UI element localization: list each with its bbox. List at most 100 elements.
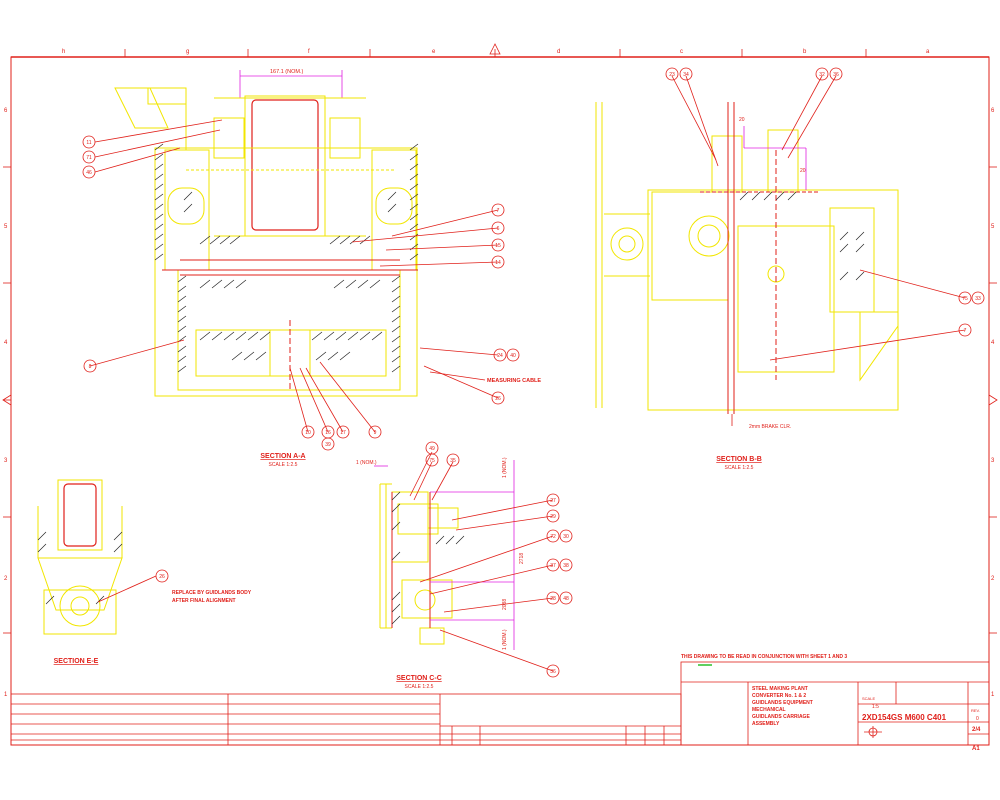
grid-row-label: 4 bbox=[991, 340, 995, 346]
svg-text:SECTION A-A: SECTION A-A bbox=[260, 453, 305, 460]
grid-col-label: e bbox=[432, 49, 436, 55]
svg-text:SECTION E-E: SECTION E-E bbox=[54, 658, 99, 665]
rev-label: REV. bbox=[971, 708, 980, 713]
replace-note: REPLACE BY GUIDLANDS BODY AFTER FINAL AL… bbox=[172, 590, 252, 604]
balloon-cc: 49 bbox=[429, 446, 435, 452]
balloon-cc: 35 bbox=[450, 458, 456, 464]
section-ee-view bbox=[37, 479, 123, 635]
grid-markers bbox=[2, 43, 998, 634]
grid-col-label: h bbox=[62, 49, 65, 55]
balloon-aa: 39 bbox=[325, 442, 331, 448]
dim-cc-bottom: 1 (NOM.) bbox=[502, 629, 508, 650]
section-cc-view: 1 (NOM.) 1 (NOM.) 2718 2088 1 (NOM.) bbox=[356, 457, 525, 650]
grid-col-label: f bbox=[308, 49, 310, 55]
grid-labels: h g f e d c b a 6 5 4 3 2 1 6 5 4 3 2 1 bbox=[4, 49, 995, 698]
svg-text:SCALE 1:2.5: SCALE 1:2.5 bbox=[269, 462, 298, 468]
title-description: STEEL MAKING PLANT CONVERTER No. 1 & 2 G… bbox=[752, 686, 813, 727]
section-aa-view: 167.1 (NOM.) bbox=[114, 69, 419, 397]
grid-row-label: 5 bbox=[991, 224, 995, 230]
grid-row-label: 1 bbox=[4, 692, 8, 698]
grid-row-label: 5 bbox=[4, 224, 8, 230]
grid-col-label: c bbox=[680, 49, 683, 55]
balloon-ee: 26 bbox=[159, 574, 165, 580]
balloon-aa: 16 bbox=[325, 430, 331, 436]
svg-text:MEASURING CABLE: MEASURING CABLE bbox=[487, 378, 541, 384]
balloon-bb: 33 bbox=[975, 296, 981, 302]
title-block: STEEL MAKING PLANT CONVERTER No. 1 & 2 G… bbox=[680, 661, 990, 752]
balloon-aa: 40 bbox=[510, 353, 516, 359]
section-ee-balloon: 26 bbox=[97, 569, 169, 603]
balloon-aa: 8 bbox=[89, 364, 92, 370]
balloon-bb: 36 bbox=[833, 72, 839, 78]
balloon-cc: 27 bbox=[550, 498, 556, 504]
grid-row-label: 1 bbox=[991, 692, 995, 698]
section-bb-title: SECTION B-B SCALE 1:2.5 bbox=[716, 456, 762, 471]
balloon-aa: 11 bbox=[86, 140, 91, 146]
grid-row-label: 3 bbox=[991, 458, 995, 464]
balloon-cc: 29 bbox=[550, 514, 556, 520]
svg-text:REPLACE BY GUIDLANDS BODY: REPLACE BY GUIDLANDS BODY bbox=[172, 590, 252, 596]
balloon-cc: 38 bbox=[563, 563, 569, 569]
balloon-cc: 75 bbox=[429, 458, 435, 464]
balloon-cc: 36 bbox=[550, 669, 556, 675]
grid-row-label: 3 bbox=[4, 458, 8, 464]
svg-text:GUIDLANDS CARRIAGE: GUIDLANDS CARRIAGE bbox=[752, 714, 810, 720]
svg-text:STEEL MAKING PLANT: STEEL MAKING PLANT bbox=[752, 686, 808, 692]
balloon-aa: 10 bbox=[305, 430, 311, 436]
balloon-bb: 34 bbox=[683, 72, 689, 78]
section-aa-balloons: 11 71 46 7 6 15 14 8 24 40 26 10 16 17 9… bbox=[82, 119, 520, 451]
balloon-bb: 23 bbox=[669, 72, 675, 78]
rev-value: 0 bbox=[976, 716, 979, 722]
balloon-cc: 37 bbox=[550, 563, 556, 569]
grid-row-label: 2 bbox=[991, 576, 995, 582]
balloon-bb: 75 bbox=[962, 296, 968, 302]
scale-label: SCALE bbox=[862, 696, 875, 701]
revision-table bbox=[10, 693, 682, 746]
svg-text:MECHANICAL: MECHANICAL bbox=[752, 707, 786, 713]
balloon-aa: 24 bbox=[497, 353, 503, 359]
balloon-cc: 48 bbox=[563, 596, 569, 602]
dimension-top-width: 167.1 (NOM.) bbox=[239, 69, 343, 98]
dim-cc-top: 1 (NOM.) bbox=[502, 457, 508, 478]
balloon-aa: 15 bbox=[495, 243, 501, 249]
brake-clearance-note: 2mm BRAKE CLR. bbox=[731, 414, 791, 430]
svg-text:20: 20 bbox=[739, 117, 745, 123]
section-cc-balloons: 49 75 35 27 29 72 30 37 38 28 48 36 bbox=[409, 441, 573, 678]
svg-text:SECTION C-C: SECTION C-C bbox=[396, 675, 442, 682]
grid-col-label: g bbox=[186, 49, 189, 55]
balloon-cc: 28 bbox=[550, 596, 556, 602]
balloon-cc: 30 bbox=[563, 534, 569, 540]
dim-cc-mid: 2718 bbox=[519, 553, 525, 564]
balloon-bb: 7 bbox=[964, 328, 967, 334]
sheet-number: 2/4 bbox=[972, 727, 981, 733]
balloon-aa: 7 bbox=[497, 208, 500, 214]
balloon-cc: 72 bbox=[550, 534, 556, 540]
measuring-cable-callout: MEASURING CABLE bbox=[429, 371, 541, 384]
balloon-aa: 17 bbox=[340, 430, 346, 436]
balloon-aa: 14 bbox=[495, 260, 501, 266]
dimension-brake-gap: 20 20 bbox=[739, 117, 807, 190]
svg-text:GUIDLANDS EQUIPMENT: GUIDLANDS EQUIPMENT bbox=[752, 700, 813, 706]
balloon-aa: 9 bbox=[374, 430, 377, 436]
grid-row-label: 4 bbox=[4, 340, 8, 346]
svg-text:CONVERTER No. 1 & 2: CONVERTER No. 1 & 2 bbox=[752, 693, 806, 699]
svg-text:20: 20 bbox=[800, 168, 806, 174]
svg-text:SECTION B-B: SECTION B-B bbox=[716, 456, 762, 463]
section-bb-balloons: 23 34 32 36 75 33 7 bbox=[665, 67, 985, 361]
dim-cc-left: 1 (NOM.) bbox=[356, 460, 377, 466]
scale-value: 1:5 bbox=[872, 704, 879, 710]
grid-row-label: 6 bbox=[991, 108, 995, 114]
svg-text:SCALE 1:2.5: SCALE 1:2.5 bbox=[405, 684, 434, 690]
balloon-aa: 26 bbox=[495, 396, 501, 402]
svg-text:167.1 (NOM.): 167.1 (NOM.) bbox=[270, 69, 303, 75]
grid-col-label: d bbox=[557, 49, 560, 55]
read-with-note: THIS DRAWING TO BE READ IN CONJUNCTION W… bbox=[681, 654, 847, 666]
balloon-aa: 46 bbox=[86, 170, 92, 176]
section-aa-title: SECTION A-A SCALE 1:2.5 bbox=[260, 453, 305, 468]
svg-text:ASSEMBLY: ASSEMBLY bbox=[752, 721, 780, 727]
section-ee-title: SECTION E-E bbox=[54, 658, 99, 665]
balloon-bb: 32 bbox=[819, 72, 825, 78]
cc-dimensions bbox=[374, 460, 515, 650]
svg-text:AFTER FINAL ALIGNMENT: AFTER FINAL ALIGNMENT bbox=[172, 598, 236, 604]
